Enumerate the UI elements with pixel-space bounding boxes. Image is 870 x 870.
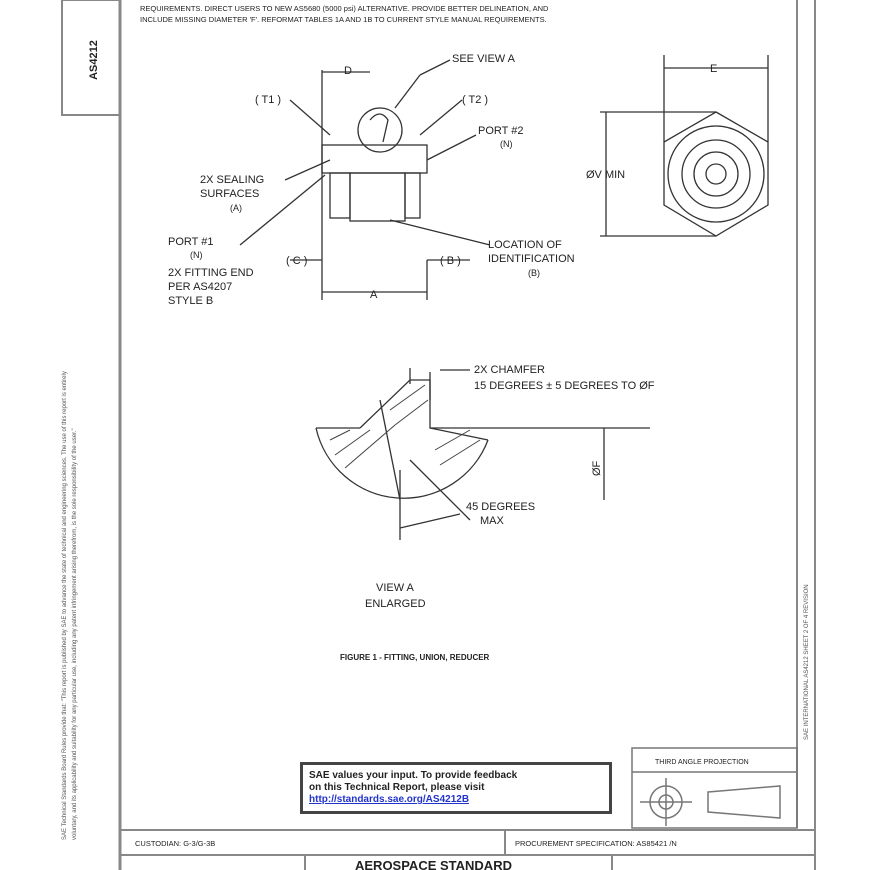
figure-caption: FIGURE 1 - FITTING, UNION, REDUCER — [340, 653, 490, 662]
label-port2: PORT #2 — [478, 125, 523, 137]
label-port1: PORT #1 — [168, 236, 213, 248]
projection-label: THIRD ANGLE PROJECTION — [655, 759, 749, 766]
label-location-2: IDENTIFICATION — [488, 253, 575, 265]
left-margin-text-2: voluntary, and its applicability and sui… — [72, 428, 78, 840]
label-45-deg-1: 45 DEGREES — [466, 501, 535, 513]
feedback-box: SAE values your input. To provide feedba… — [300, 762, 612, 814]
label-fitting-3: STYLE B — [168, 295, 213, 307]
left-margin-text-1: SAE Technical Standards Board Rules prov… — [62, 371, 68, 840]
label-d: D — [344, 65, 352, 77]
label-e: E — [710, 63, 717, 75]
label-f: ØF — [591, 460, 603, 476]
feedback-line-1: SAE values your input. To provide feedba… — [309, 770, 518, 781]
label-t2: ( T2 ) — [462, 94, 488, 106]
note-line-1: REQUIREMENTS. DIRECT USERS TO NEW AS5680… — [140, 4, 549, 13]
side-view — [239, 59, 491, 300]
custodian: CUSTODIAN: G-3/G-3B — [135, 839, 215, 848]
label-fitting-1: 2X FITTING END — [168, 267, 254, 279]
label-chamfer-2: 15 DEGREES ± 5 DEGREES TO ØF — [474, 380, 655, 392]
feedback-link[interactable]: http://standards.sae.org/AS4212B — [309, 794, 470, 805]
label-chamfer-1: 2X CHAMFER — [474, 364, 545, 376]
projection-block — [631, 747, 798, 829]
label-sealing-2: SURFACES — [200, 188, 259, 200]
standard-title: AEROSPACE STANDARD — [355, 858, 512, 870]
feedback-line-2: on this Technical Report, please visit — [309, 782, 485, 793]
label-fitting-2: PER AS4207 — [168, 281, 232, 293]
view-a-subtitle: ENLARGED — [365, 598, 426, 610]
view-a-title: VIEW A — [376, 582, 415, 594]
label-location-3: (B) — [528, 268, 540, 278]
label-sealing-3: (A) — [230, 203, 242, 213]
note-line-2: INCLUDE MISSING DIAMETER 'F'. REFORMAT T… — [140, 15, 547, 24]
label-45-deg-2: MAX — [480, 515, 505, 527]
label-location-1: LOCATION OF — [488, 239, 562, 251]
doc-number: AS4212 — [88, 40, 100, 80]
title-block — [120, 829, 815, 870]
label-t1: ( T1 ) — [255, 94, 281, 106]
procurement-spec: PROCUREMENT SPECIFICATION: AS85421 /N — [515, 839, 677, 848]
right-margin-text: SAE INTERNATIONAL AS4212 SHEET 2 OF 4 RE… — [804, 584, 810, 740]
label-a: A — [370, 289, 378, 301]
label-port1-sub: (N) — [190, 250, 203, 260]
label-c: ( C ) — [286, 255, 307, 267]
end-view — [600, 55, 769, 237]
label-see-view-a: SEE VIEW A — [452, 53, 516, 65]
label-v-min: ØV MIN — [586, 169, 625, 181]
label-b: ( B ) — [440, 255, 461, 267]
view-a-detail — [315, 368, 650, 540]
view-a-hatching — [329, 384, 481, 469]
label-sealing-1: 2X SEALING — [200, 174, 264, 186]
label-port2-sub: (N) — [500, 139, 513, 149]
